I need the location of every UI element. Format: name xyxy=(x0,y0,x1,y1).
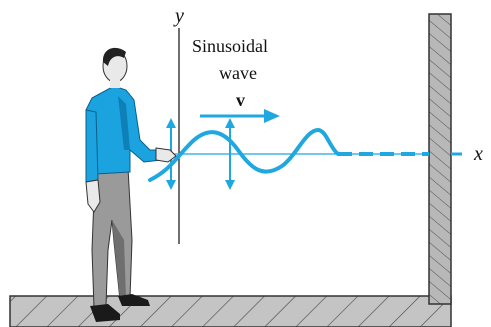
wall xyxy=(428,13,452,305)
right-hand xyxy=(155,147,177,163)
wave-title-line2: wave xyxy=(219,63,257,83)
neck xyxy=(110,80,120,88)
x-axis-label: x xyxy=(473,143,483,165)
hair xyxy=(102,47,126,66)
velocity-label: v xyxy=(236,90,245,110)
sinusoidal-wave-curve xyxy=(148,127,340,182)
wave xyxy=(148,127,429,182)
wall-slab xyxy=(428,13,452,305)
left-shoe xyxy=(90,304,120,322)
pants-shade xyxy=(112,220,126,300)
left-arm xyxy=(85,109,99,183)
velocity-arrow: v xyxy=(200,90,280,123)
left-hand xyxy=(85,179,101,213)
wave-title: Sinusoidal wave xyxy=(192,36,268,83)
right-shoe xyxy=(118,294,150,306)
displacement-arrows xyxy=(166,118,235,190)
person-illustration xyxy=(85,47,177,322)
y-axis-label: y xyxy=(173,5,184,27)
floor xyxy=(9,295,452,327)
shirt-shade xyxy=(118,96,130,150)
floor-slab xyxy=(9,295,452,327)
wave-title-line1: Sinusoidal xyxy=(192,36,268,56)
double-arrow-right xyxy=(225,118,235,190)
